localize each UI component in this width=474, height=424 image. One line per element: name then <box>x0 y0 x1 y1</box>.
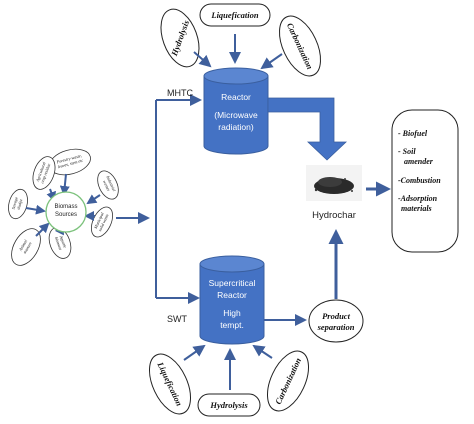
biomass-cluster: Forestry waste, leaves, stem etc Agricul… <box>8 148 119 266</box>
bottom-reactor-line3: High <box>223 308 241 318</box>
biomass-source-sewage: Sewage sludge <box>8 188 28 220</box>
bottom-oval-arrows <box>183 344 273 390</box>
top-oval-arrows <box>193 34 283 70</box>
top-oval-liquefication-text: Liquefication <box>210 10 258 20</box>
source-aquatic-line1: Aquatic <box>58 234 68 249</box>
bottom-reactor-line4: tempt. <box>220 320 244 330</box>
application-materials: materials <box>401 204 432 213</box>
top-oval-carbonization: Carbonization <box>278 15 322 77</box>
application-soil: - Soil <box>398 147 416 156</box>
hydrochar-label: Hydrochar <box>312 210 356 221</box>
biomass-source-industrial: Industrial wastes <box>97 170 119 200</box>
product-separation-node: Product separation <box>308 299 364 343</box>
biomass-source-municipal: Municipal solid waste <box>91 206 113 238</box>
biomass-to-reactors-connector <box>116 94 202 304</box>
source-aquatic-line2: biomass <box>54 236 64 251</box>
applications-box: - Biofuel - Soil amender -Combustion -Ad… <box>391 109 459 253</box>
top-reactor-line1: Reactor <box>221 92 251 102</box>
top-reactor-line3: radiation) <box>218 122 254 132</box>
biomass-center-line2: Sources <box>55 212 77 218</box>
bottom-oval-carbonization: Carbonization <box>266 350 310 412</box>
bottom-reactor-cylinder: Supercritical Reactor High tempt. <box>199 255 265 345</box>
source-animal-line2: manure <box>22 241 33 255</box>
top-reactor-line2: (Microwave <box>214 110 258 120</box>
bottom-reactor-line1: Supercritical <box>209 278 256 288</box>
product-separation-line1: Product <box>322 311 351 321</box>
swt-label: SWT <box>167 314 187 324</box>
bottom-oval-hydrolysis-text: Hydrolysis <box>209 400 248 410</box>
top-to-hydrochar-arrow <box>267 97 348 161</box>
application-amender: amender <box>404 157 434 166</box>
application-combustion: -Combustion <box>398 176 441 185</box>
bottom-reactor-line2: Reactor <box>217 290 247 300</box>
source-animal-line1: Animal <box>17 238 28 253</box>
biomass-source-forestry: Forestry waste, leaves, stem etc <box>49 148 91 176</box>
biomass-source-agricultural: Agricultural crop residue <box>32 156 56 190</box>
mhtc-label: MHTC <box>167 88 193 98</box>
top-reactor-cylinder: Reactor (Microwave radiation) <box>203 67 269 155</box>
source-agricultural-line2: crop residue <box>40 163 52 184</box>
biomass-source-animal: Animal manure <box>11 228 41 266</box>
top-oval-liquefication: Liquefication <box>199 3 271 27</box>
top-oval-hydrolysis: Hydrolysis <box>160 8 200 68</box>
biomass-center-line1: Biomass <box>54 204 77 210</box>
source-sewage-line1: Sewage <box>11 196 19 210</box>
source-sewage-line2: sludge <box>16 198 24 210</box>
bottom-oval-hydrolysis: Hydrolysis <box>197 393 261 417</box>
biomass-inward-arrows <box>25 173 101 237</box>
source-industrial-line2: wastes <box>102 180 111 193</box>
application-biofuel: - Biofuel <box>398 129 428 138</box>
application-adsorption: -Adsorption <box>398 194 438 203</box>
hydrochar-image <box>306 165 362 201</box>
biomass-center: Biomass Sources <box>45 191 87 233</box>
bottom-oval-liquefication: Liquefication <box>148 353 192 415</box>
product-separation-line2: separation <box>317 322 355 332</box>
